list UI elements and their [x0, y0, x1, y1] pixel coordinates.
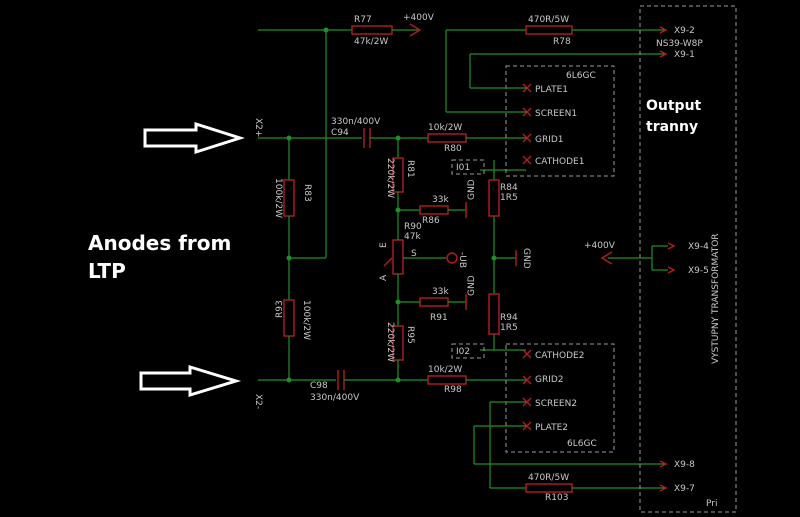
r91-value: 33k: [432, 287, 449, 297]
connector-header: NS39-W8P: [656, 39, 703, 49]
input-net-upper: [258, 27, 362, 259]
r81-ref: R81: [405, 160, 415, 178]
transformer-pri-label: Pri: [706, 499, 717, 509]
tube-lower-pin-grid: GRID2: [535, 375, 564, 385]
r80-value: 10k/2W: [428, 123, 462, 133]
resistor-r98[interactable]: [427, 375, 526, 385]
transformer-outline: [639, 5, 737, 513]
gnd-label-r86: GND: [467, 179, 477, 200]
r98-ref: R98: [444, 385, 462, 395]
output-annotation-line1: Output: [646, 98, 702, 114]
tube-lower-outline: [451, 343, 615, 453]
connector-x9-5: X9-5: [688, 266, 709, 276]
potentiometer-r90[interactable]: [383, 232, 446, 282]
r81-value: 220k/2W: [385, 158, 395, 198]
r77-value: 47k/2W: [354, 37, 388, 47]
tube-upper-type: 6L6GC: [566, 71, 596, 81]
capacitor-c98[interactable]: [337, 370, 428, 390]
r94-ref: R94: [500, 313, 518, 323]
resistor-r78[interactable]: [525, 25, 664, 35]
r103-ref: R103: [545, 493, 568, 503]
tube-upper-pin-screen: SCREEN1: [535, 109, 577, 119]
tube-upper-pin-plate: PLATE1: [535, 85, 568, 95]
resistor-r84[interactable]: [488, 179, 500, 217]
bplus-trafo-label: +400V: [584, 241, 616, 251]
r95-value: 220k/2W: [385, 322, 395, 362]
tube-lower-type: 6L6GC: [567, 439, 597, 449]
connector-x9-4: X9-4: [688, 242, 709, 252]
resistor-r83[interactable]: [283, 138, 295, 300]
connector-x9-8: X9-8: [674, 460, 695, 470]
lower-input-net-label: X2-: [253, 394, 263, 409]
resistor-r77[interactable]: [340, 25, 418, 35]
bplus-trafo-net: [600, 245, 668, 271]
bplus-top-label: +400V: [403, 13, 435, 23]
connector-x9-7: X9-7: [674, 484, 695, 494]
r90-ref: R90: [404, 222, 422, 232]
resistor-r91[interactable]: [398, 294, 467, 310]
tube-lower-pin-marks: [522, 349, 532, 431]
input-arrow-bottom: [139, 364, 242, 398]
r78-value: 470R/5W: [528, 15, 569, 25]
resistor-r80[interactable]: [427, 133, 526, 143]
tube-lower-pin-cathode: CATHODE2: [535, 351, 584, 361]
input-arrow-top: [143, 121, 245, 155]
r84-value: 1R5: [500, 193, 518, 203]
tube-upper-outline: [451, 65, 615, 177]
tube-lower-pin-screen: SCREEN2: [535, 399, 577, 409]
r94-value: 1R5: [500, 323, 518, 333]
gnd-label-center: GND: [521, 248, 531, 269]
r84-ref: R84: [500, 183, 518, 193]
anodes-annotation-line2: LTP: [88, 259, 126, 283]
c98-ref: C98: [310, 381, 328, 391]
connector-x9-2: X9-2: [674, 26, 695, 36]
r91-ref: R91: [430, 313, 448, 323]
r77-ref: R77: [354, 15, 372, 25]
resistor-r93[interactable]: [283, 299, 295, 380]
lower-output-nets: [473, 401, 664, 489]
tube-upper-pin-grid: GRID1: [535, 135, 564, 145]
r93-value: 100k/2W: [301, 300, 311, 340]
r95-ref: R95: [405, 326, 415, 344]
transformer-name: VYSTUPNY TRANSFORMATOR: [711, 233, 721, 364]
pot-pin-a: A: [379, 274, 389, 281]
resistor-r94[interactable]: [488, 293, 500, 335]
r83-ref: R83: [302, 184, 312, 202]
c94-ref: C94: [331, 128, 349, 138]
connector-pin-marks: [659, 26, 676, 492]
r93-ref: R93: [275, 300, 285, 318]
r86-value: 33k: [432, 195, 449, 205]
r90-value: 47k: [404, 232, 421, 242]
r98-value: 10k/2W: [428, 365, 462, 375]
r103-value: 470R/5W: [528, 473, 569, 483]
bias-supply-symbol: [446, 252, 458, 264]
output-annotation-line2: tranny: [646, 119, 698, 135]
r86-ref: R86: [422, 216, 440, 226]
c94-value: 330n/400V: [331, 117, 381, 127]
r80-ref: R80: [444, 144, 462, 154]
tube-upper-pin-marks: [522, 83, 532, 165]
bplus-top-symbol: [409, 23, 422, 37]
tube-upper-ref: I01: [456, 163, 470, 173]
resistor-r103[interactable]: [525, 483, 664, 493]
connector-x9-1: X9-1: [674, 50, 695, 60]
anodes-annotation-line1: Anodes from: [88, 231, 231, 255]
tube-lower-pin-plate: PLATE2: [535, 423, 568, 433]
pot-pin-s: S: [411, 249, 417, 259]
tube-lower-ref: I02: [456, 347, 470, 357]
upper-output-nets: [445, 29, 664, 113]
tube-upper-pin-cathode: CATHODE1: [535, 157, 584, 167]
r78-ref: R78: [553, 37, 571, 47]
c98-value: 330n/400V: [310, 393, 360, 403]
upper-input-net-label: X2+: [253, 118, 263, 137]
cathode-net: [480, 160, 526, 351]
resistor-r86[interactable]: [398, 202, 467, 218]
bias-supply-label: -UB: [457, 252, 467, 268]
gnd-label-r91: GND: [467, 275, 477, 296]
pot-pin-e: E: [379, 242, 389, 248]
r83-value: 100k/2W: [273, 178, 283, 218]
